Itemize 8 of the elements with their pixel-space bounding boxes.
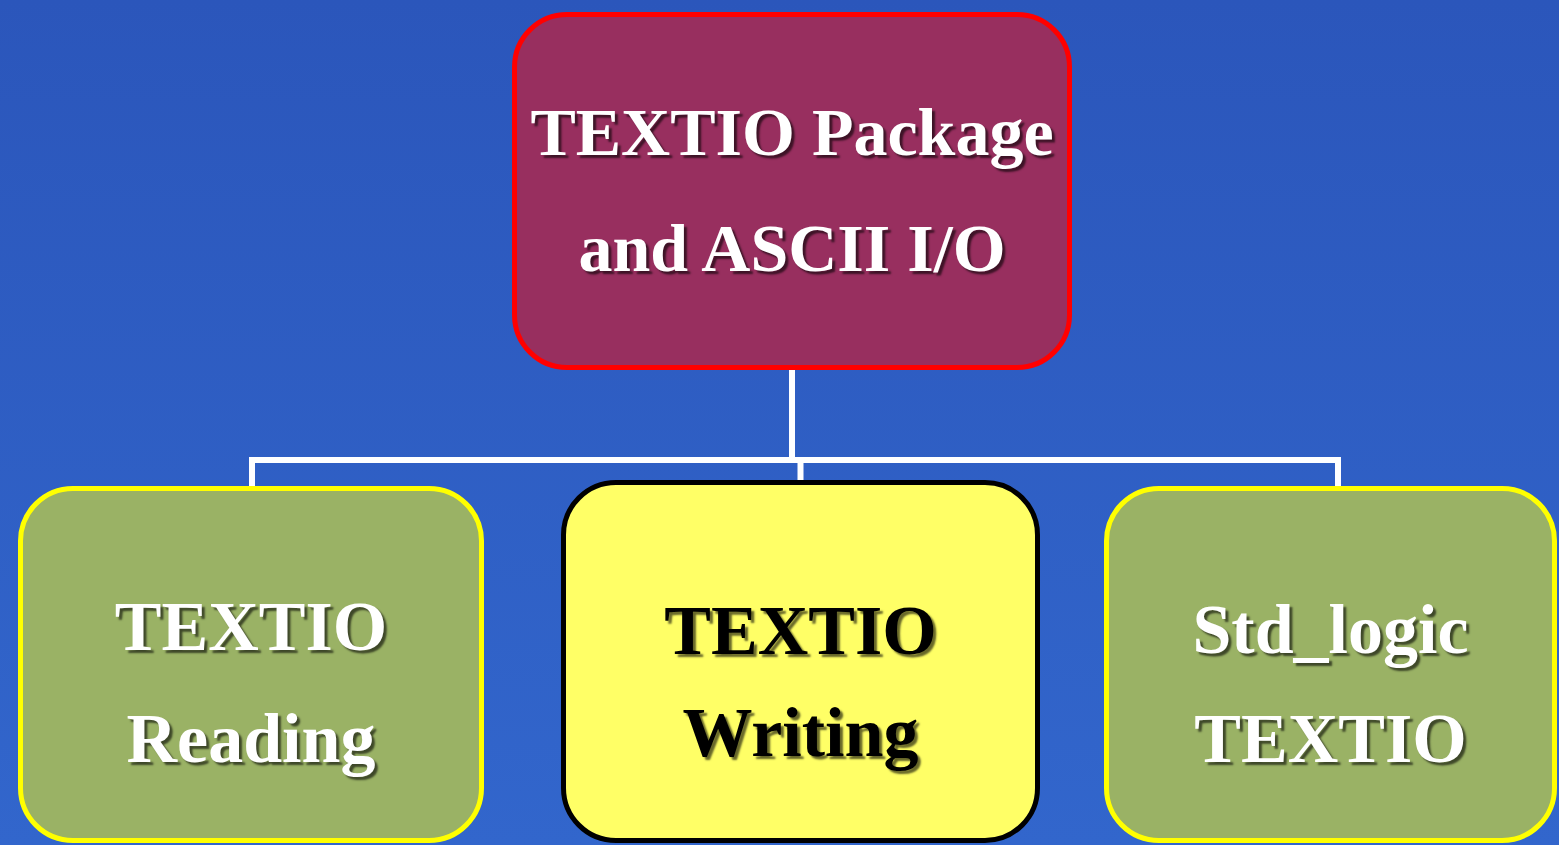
category-box — [1104, 486, 1557, 843]
node-label: TEXTIO Package and ASCII I/O — [529, 93, 1055, 288]
node-label: TEXTIO Reading — [113, 587, 389, 779]
package-box — [512, 12, 1072, 370]
category-box — [18, 486, 484, 843]
node-label: Std_logic TEXTIO — [1191, 590, 1470, 779]
category-box — [561, 480, 1040, 843]
node-label: TEXTIO Writing — [663, 591, 938, 773]
